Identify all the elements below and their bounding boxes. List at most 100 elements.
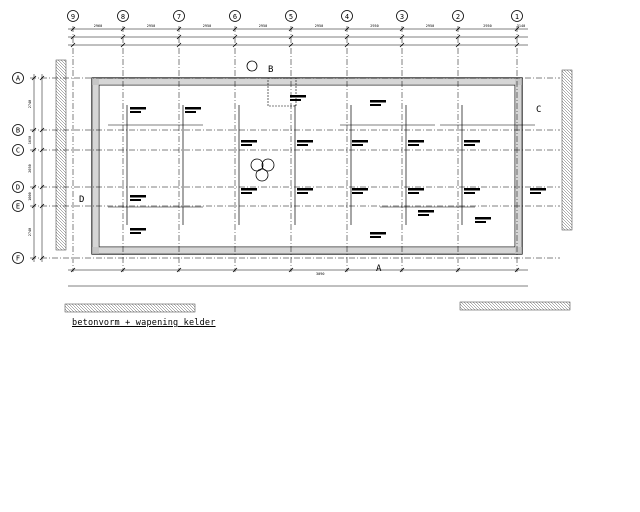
dimension-tick	[70, 42, 76, 48]
hatch-line	[561, 79, 573, 91]
hatch-line	[134, 303, 144, 313]
hatch-line	[64, 305, 72, 313]
hatch-line	[167, 303, 177, 313]
hatch-line	[55, 132, 67, 144]
dimension-tick	[399, 267, 405, 273]
hatch-line	[104, 303, 114, 313]
hatch-line	[60, 59, 67, 66]
hatch-line	[460, 301, 470, 311]
hatch-line	[561, 106, 573, 118]
dimension-label-top: 2950	[147, 24, 155, 28]
hatch-line	[55, 165, 67, 177]
hatch-line	[92, 303, 102, 313]
rebar-label	[418, 214, 429, 216]
grid-bubble-row	[12, 252, 24, 264]
hatch-line	[532, 301, 542, 311]
rebar-label	[130, 232, 141, 234]
dimension-label-top: 2950	[370, 24, 378, 28]
hatch-line	[65, 303, 75, 313]
hatch-line	[191, 303, 196, 308]
hatch-line	[561, 226, 566, 231]
grid-label-col: 3	[400, 13, 404, 21]
hatch-line	[146, 303, 156, 313]
hatch-line	[77, 303, 87, 313]
dimension-tick	[399, 26, 405, 32]
dimension-tick	[455, 267, 461, 273]
section-marker-a: A	[376, 264, 382, 274]
hatched-ground-left	[64, 303, 196, 313]
rebar-label	[241, 140, 257, 143]
dimension-tick	[70, 34, 76, 40]
dimension-label-left: 1000	[28, 192, 32, 200]
hatch-line	[55, 246, 60, 251]
hatch-line	[55, 204, 67, 216]
rebar-label	[241, 192, 252, 194]
hatch-line	[561, 181, 573, 193]
hatch-line	[561, 100, 573, 112]
grid-label-col: 2	[456, 13, 460, 21]
hatch-line	[541, 301, 551, 311]
dimension-tick	[39, 255, 45, 261]
hatch-line	[55, 222, 67, 234]
hatch-line	[556, 301, 566, 311]
hatch-line	[523, 301, 533, 311]
dimension-tick	[514, 267, 520, 273]
hatch-line	[514, 301, 524, 311]
hatch-line	[562, 301, 571, 310]
hatch-line	[55, 129, 67, 141]
hatch-line	[55, 198, 67, 210]
dimension-tick	[120, 34, 126, 40]
hatch-line	[170, 303, 180, 313]
hatch-line	[561, 220, 572, 231]
hatch-line	[113, 303, 123, 313]
drawing-title: betonvorm + wapening kelder	[72, 318, 216, 328]
hatch-line	[559, 301, 569, 311]
hatch-line	[71, 303, 81, 313]
grid-bubble-col	[173, 10, 185, 22]
hatch-line	[544, 301, 554, 311]
shaft-outline	[267, 77, 297, 107]
hatch-line	[561, 211, 573, 223]
dimension-label-left: 1650	[28, 136, 32, 144]
hatch-line	[55, 150, 67, 162]
hatch-line	[561, 103, 573, 115]
rebar-label	[530, 192, 541, 194]
dimension-tick	[176, 42, 182, 48]
hatch-line	[55, 90, 67, 102]
grid-label-col: 9	[71, 13, 75, 21]
hatch-line	[55, 60, 67, 72]
hatch-line	[487, 301, 497, 311]
hatch-line	[55, 162, 67, 174]
dimension-label-top: 2950	[483, 24, 491, 28]
hatch-line	[459, 303, 467, 311]
hatch-line	[64, 308, 69, 313]
dimension-label-top: 2950	[426, 24, 434, 28]
grid-bubble-row	[12, 144, 24, 156]
hatch-line	[502, 301, 512, 311]
hatch-line	[55, 210, 67, 222]
grid-bubble-col	[67, 10, 79, 22]
hatch-line	[499, 301, 509, 311]
dimension-tick	[31, 203, 37, 209]
hatch-line	[188, 303, 196, 311]
grid-label-row: A	[16, 75, 21, 83]
rebar-label	[408, 192, 419, 194]
rebar-label	[130, 107, 146, 110]
dimension-label-left: 2740	[28, 100, 32, 108]
hatch-line	[55, 147, 67, 159]
dimension-tick	[176, 26, 182, 32]
hatch-line	[80, 303, 90, 313]
hatch-line	[55, 75, 67, 87]
hatch-line	[561, 175, 573, 187]
hatch-line	[561, 82, 573, 94]
rebar-label	[408, 144, 419, 146]
hatch-line	[101, 303, 111, 313]
hatch-line	[561, 166, 573, 178]
hatch-line	[55, 153, 67, 165]
dimension-tick	[232, 26, 238, 32]
rebar-label	[297, 144, 308, 146]
rebar-label	[475, 221, 486, 223]
hatch-line	[140, 303, 150, 313]
hatch-line	[55, 84, 67, 96]
dimension-tick	[455, 34, 461, 40]
